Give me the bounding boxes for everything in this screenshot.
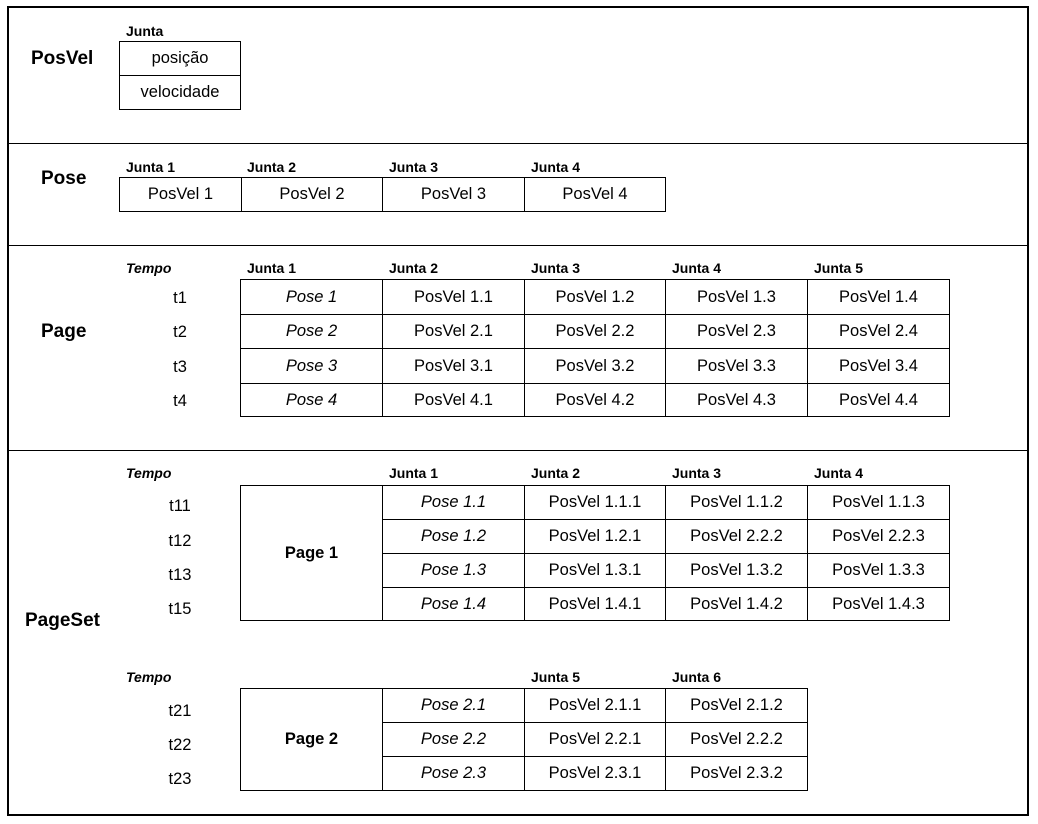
page-posvel-cell: PosVel 3.4 <box>807 348 950 384</box>
page-header-junta-2: Junta 2 <box>389 260 439 276</box>
pageset-posvel-cell: PosVel 2.1.1 <box>524 688 666 723</box>
page-pose-cell: Pose 2 <box>240 314 383 349</box>
page-time-header: Tempo <box>126 260 172 276</box>
pageset-posvel-cell: PosVel 2.1.2 <box>665 688 808 723</box>
pageset-title: PageSet <box>25 610 100 631</box>
pageset-posvel-cell: PosVel 1.3.3 <box>807 553 950 588</box>
page-time-label: t3 <box>173 358 187 376</box>
pageset-posvel-cell: PosVel 1.4.3 <box>807 587 950 621</box>
pageset-posvel-cell: PosVel 1.1.1 <box>524 485 666 520</box>
pageset-page1-header-junta-2: Junta 2 <box>531 465 581 481</box>
pageset-posvel-cell: PosVel 2.2.2 <box>665 519 808 554</box>
pageset-time-label: t13 <box>168 566 192 584</box>
pose-cell: PosVel 3 <box>382 177 525 212</box>
page-header-junta-4: Junta 4 <box>672 260 722 276</box>
pageset-posvel-cell: PosVel 2.2.2 <box>665 722 808 757</box>
page-pose-cell: Pose 3 <box>240 348 383 384</box>
page-time-label: t2 <box>173 323 187 341</box>
pageset-page1-header-junta-4: Junta 4 <box>814 465 864 481</box>
page-posvel-cell: PosVel 4.4 <box>807 383 950 417</box>
posvel-header: Junta <box>126 23 164 39</box>
pageset-page2-label: Page 2 <box>240 688 383 791</box>
pageset-page1-label: Page 1 <box>240 485 383 621</box>
pose-header-junta-4: Junta 4 <box>531 159 581 175</box>
pose-header-junta-2: Junta 2 <box>247 159 297 175</box>
pageset-pose-cell: Pose 1.2 <box>382 519 525 554</box>
posvel-cell-position: posição <box>119 41 241 76</box>
pose-cell: PosVel 2 <box>241 177 383 212</box>
pageset-time-label: t21 <box>168 702 192 720</box>
posvel-title: PosVel <box>31 48 94 69</box>
pageset-time-label: t22 <box>168 736 192 754</box>
pageset-posvel-cell: PosVel 1.4.1 <box>524 587 666 621</box>
page-header-junta-5: Junta 5 <box>814 260 864 276</box>
page-time-label: t1 <box>173 289 187 307</box>
page-posvel-cell: PosVel 1.2 <box>524 279 666 315</box>
pageset-pose-cell: Pose 2.1 <box>382 688 525 723</box>
page-posvel-cell: PosVel 1.4 <box>807 279 950 315</box>
pageset-page1-time-header: Tempo <box>126 465 172 481</box>
section-divider <box>8 245 1029 246</box>
pageset-posvel-cell: PosVel 1.2.1 <box>524 519 666 554</box>
page-posvel-cell: PosVel 4.2 <box>524 383 666 417</box>
pose-cell: PosVel 4 <box>524 177 666 212</box>
page-posvel-cell: PosVel 1.1 <box>382 279 525 315</box>
page-posvel-cell: PosVel 1.3 <box>665 279 808 315</box>
pageset-posvel-cell: PosVel 1.3.2 <box>665 553 808 588</box>
section-divider <box>8 450 1029 451</box>
pageset-page2-time-header: Tempo <box>126 669 172 685</box>
pageset-posvel-cell: PosVel 1.1.3 <box>807 485 950 520</box>
pageset-page1-header-junta-1: Junta 1 <box>389 465 439 481</box>
pageset-pose-cell: Pose 2.3 <box>382 756 525 791</box>
page-title: Page <box>41 321 87 342</box>
section-divider <box>8 143 1029 144</box>
page-header-junta-1: Junta 1 <box>247 260 297 276</box>
page-posvel-cell: PosVel 2.3 <box>665 314 808 349</box>
page-posvel-cell: PosVel 3.3 <box>665 348 808 384</box>
page-posvel-cell: PosVel 3.2 <box>524 348 666 384</box>
page-posvel-cell: PosVel 2.1 <box>382 314 525 349</box>
page-header-junta-3: Junta 3 <box>531 260 581 276</box>
pageset-pose-cell: Pose 1.4 <box>382 587 525 621</box>
pageset-posvel-cell: PosVel 2.2.3 <box>807 519 950 554</box>
page-posvel-cell: PosVel 2.4 <box>807 314 950 349</box>
pageset-time-label: t15 <box>168 600 192 618</box>
page-posvel-cell: PosVel 2.2 <box>524 314 666 349</box>
pageset-posvel-cell: PosVel 1.1.2 <box>665 485 808 520</box>
diagram-frame <box>7 6 1029 816</box>
pageset-page2-header-junta-5: Junta 5 <box>531 669 581 685</box>
pose-header-junta-1: Junta 1 <box>126 159 176 175</box>
posvel-cell-velocity: velocidade <box>119 75 241 110</box>
pageset-pose-cell: Pose 2.2 <box>382 722 525 757</box>
pageset-time-label: t11 <box>169 497 191 515</box>
pageset-posvel-cell: PosVel 2.3.1 <box>524 756 666 791</box>
page-posvel-cell: PosVel 4.3 <box>665 383 808 417</box>
pose-header-junta-3: Junta 3 <box>389 159 439 175</box>
pageset-time-label: t12 <box>168 532 192 550</box>
pageset-pose-cell: Pose 1.1 <box>382 485 525 520</box>
pageset-page1-header-junta-3: Junta 3 <box>672 465 722 481</box>
pageset-posvel-cell: PosVel 1.4.2 <box>665 587 808 621</box>
page-posvel-cell: PosVel 4.1 <box>382 383 525 417</box>
page-posvel-cell: PosVel 3.1 <box>382 348 525 384</box>
pose-cell: PosVel 1 <box>119 177 242 212</box>
pageset-pose-cell: Pose 1.3 <box>382 553 525 588</box>
pageset-time-label: t23 <box>168 770 192 788</box>
page-pose-cell: Pose 4 <box>240 383 383 417</box>
pageset-posvel-cell: PosVel 2.3.2 <box>665 756 808 791</box>
pageset-page2-header-junta-6: Junta 6 <box>672 669 722 685</box>
pose-title: Pose <box>41 168 87 189</box>
pageset-posvel-cell: PosVel 1.3.1 <box>524 553 666 588</box>
page-pose-cell: Pose 1 <box>240 279 383 315</box>
page-time-label: t4 <box>173 392 187 410</box>
pageset-posvel-cell: PosVel 2.2.1 <box>524 722 666 757</box>
